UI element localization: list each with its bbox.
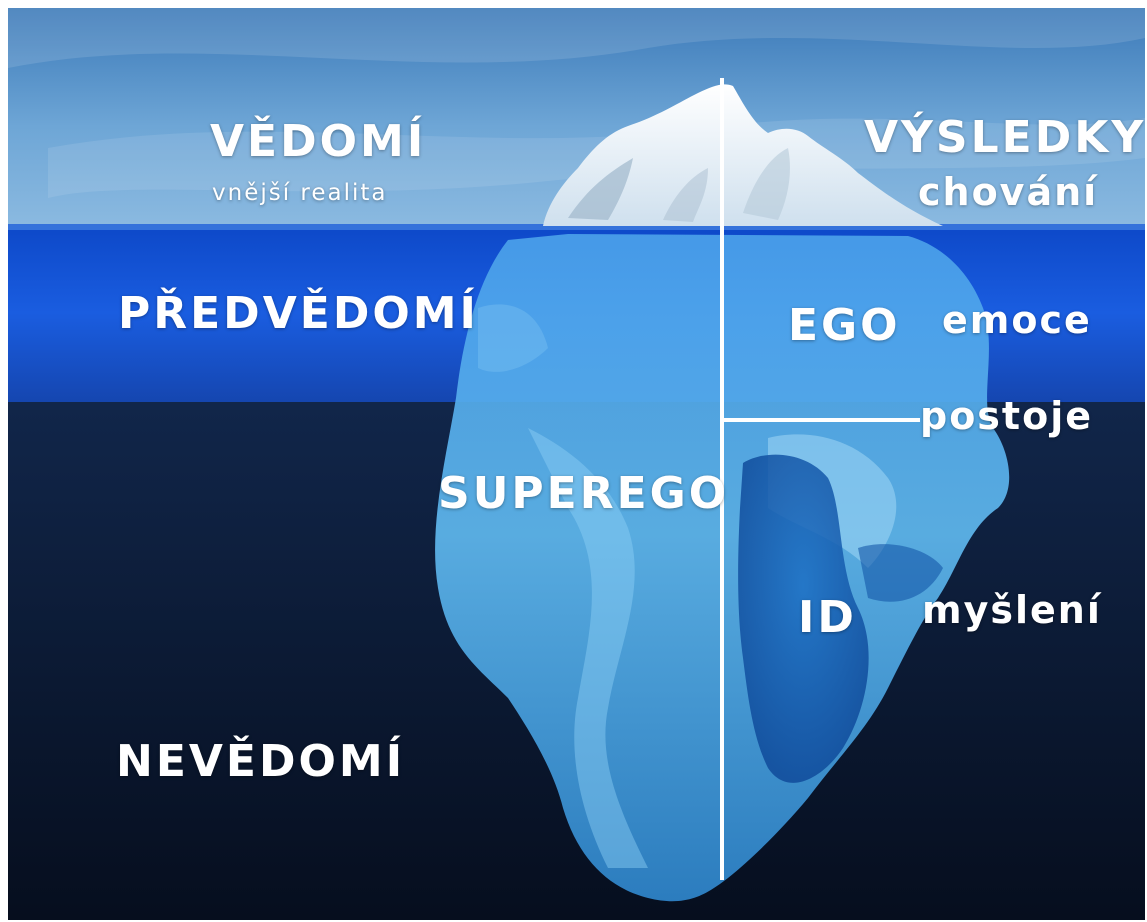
- iceberg-cave: [738, 454, 869, 783]
- iceberg-diagram: VĚDOMÍ vnější realita VÝSLEDKY chování P…: [8, 8, 1145, 920]
- iceberg-tip: [543, 84, 943, 226]
- label-postoje: postoje: [920, 394, 1093, 438]
- label-nevedomi: NEVĚDOMÍ: [116, 736, 406, 787]
- label-chovani: chování: [918, 170, 1099, 214]
- label-predvedomi: PŘEDVĚDOMÍ: [118, 288, 479, 339]
- label-ego: EGO: [788, 300, 901, 351]
- label-vedomi: VĚDOMÍ: [210, 116, 427, 167]
- label-vysledky: VÝSLEDKY: [864, 112, 1145, 163]
- label-vnejsi-realita: vnější realita: [212, 180, 388, 206]
- label-superego: SUPEREGO: [438, 468, 730, 519]
- iceberg-illustration: [8, 8, 1145, 920]
- label-mysleni: myšlení: [922, 588, 1102, 632]
- label-emoce: emoce: [942, 298, 1092, 342]
- label-id: ID: [798, 592, 857, 643]
